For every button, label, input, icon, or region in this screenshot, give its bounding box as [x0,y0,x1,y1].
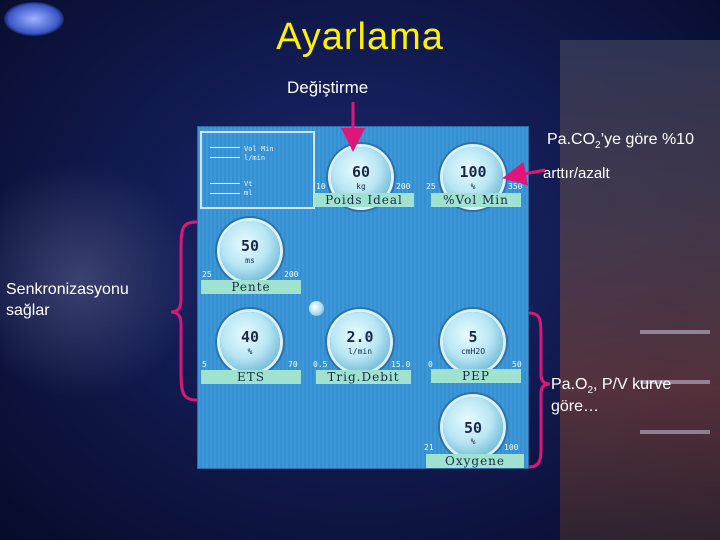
indicator-dot [309,301,324,316]
knob-unit: cmH2O [460,347,486,356]
background-detail [640,380,710,384]
arrow-left-icon [502,161,546,186]
range-min: 25 [202,270,212,279]
poids-ideal-label: Poids Ideal [314,193,414,207]
slide-title: Ayarlama [276,16,444,58]
pente-knob[interactable]: 50 ms [220,221,280,281]
box-line [210,183,240,184]
paco2-annotation-line1: Pa.CO2’ye göre %10 [547,129,694,156]
box-label-volmin: Vol Min [244,145,274,153]
knob-value: 50 [240,237,260,255]
oxygene-knob[interactable]: 50 % [443,397,503,457]
oxygene-label: Oxygene [426,454,524,468]
sync-annotation-line1: Senkronizasyonu [6,281,129,298]
pao2-annotation-line1: Pa.O2, P/V kurve [551,374,671,401]
sync-annotation-line2: sağlar [6,302,50,319]
paco2-annotation-line2: arttır/azalt [543,165,610,182]
box-line [210,193,240,194]
range-max: 200 [284,270,299,279]
pao2-annotation-line2: göre… [551,398,600,415]
range-min: 0.5 [313,360,328,369]
range-max: 70 [288,360,298,369]
knob-value: 50 [463,419,483,437]
logo-icon [4,2,64,36]
ventilator-settings-panel: Vol Min l/min Vt ml 60 kg 10 200 Poids I… [198,127,528,468]
paco2-text-suffix: ’ye göre %10 [600,131,694,148]
range-min: 0 [428,360,433,369]
knob-unit: ms [245,256,255,265]
range-max: 50 [512,360,522,369]
range-max: 200 [396,182,411,191]
background-monitor-photo [560,40,720,540]
range-max: 100 [504,443,519,452]
range-min: 21 [424,443,434,452]
right-bracket-icon [528,311,551,469]
pao2-subscript: 2 [587,385,594,397]
box-line [210,157,240,158]
knob-unit: % [470,437,476,446]
knob-value: 2.0 [346,328,374,346]
range-min: 5 [202,360,207,369]
range-min: 25 [426,182,436,191]
pente-label: Pente [201,280,301,294]
background-detail [640,430,710,434]
pao2-text: Pa.O [551,376,588,393]
knob-unit: kg [356,182,366,191]
background-patient-photo [0,160,200,400]
knob-unit: % [247,347,253,356]
vol-min-label: %Vol Min [431,193,521,207]
trig-debit-knob[interactable]: 2.0 l/min [330,312,390,372]
trig-debit-label: Trig.Debit [316,370,411,384]
box-label-ml: ml [244,189,253,197]
knob-value: 40 [240,328,260,346]
ets-knob[interactable]: 40 % [220,312,280,372]
knob-value: 100 [459,163,487,181]
knob-value: 60 [351,163,371,181]
box-line [210,147,240,148]
range-min: 10 [316,182,326,191]
box-label-vt: Vt [244,180,253,188]
knob-unit: l/min [347,347,373,356]
background-detail [640,330,710,334]
range-max: 350 [508,182,523,191]
pep-label: PEP [431,369,521,383]
paco2-subscript: 2 [595,140,601,152]
knob-value: 5 [468,328,478,346]
range-max: 15.0 [391,360,411,369]
ets-label: ETS [201,370,301,384]
volume-display-box: Vol Min l/min Vt ml [200,131,315,209]
box-label-lmin: l/min [244,154,266,162]
pep-knob[interactable]: 5 cmH2O [443,312,503,372]
paco2-text: Pa.CO [547,131,596,148]
pao2-text-suffix: , P/V kurve [593,376,672,393]
knob-unit: % [470,182,476,191]
slide-subtitle: Değiştirme [287,78,369,97]
left-bracket-icon [170,220,198,402]
